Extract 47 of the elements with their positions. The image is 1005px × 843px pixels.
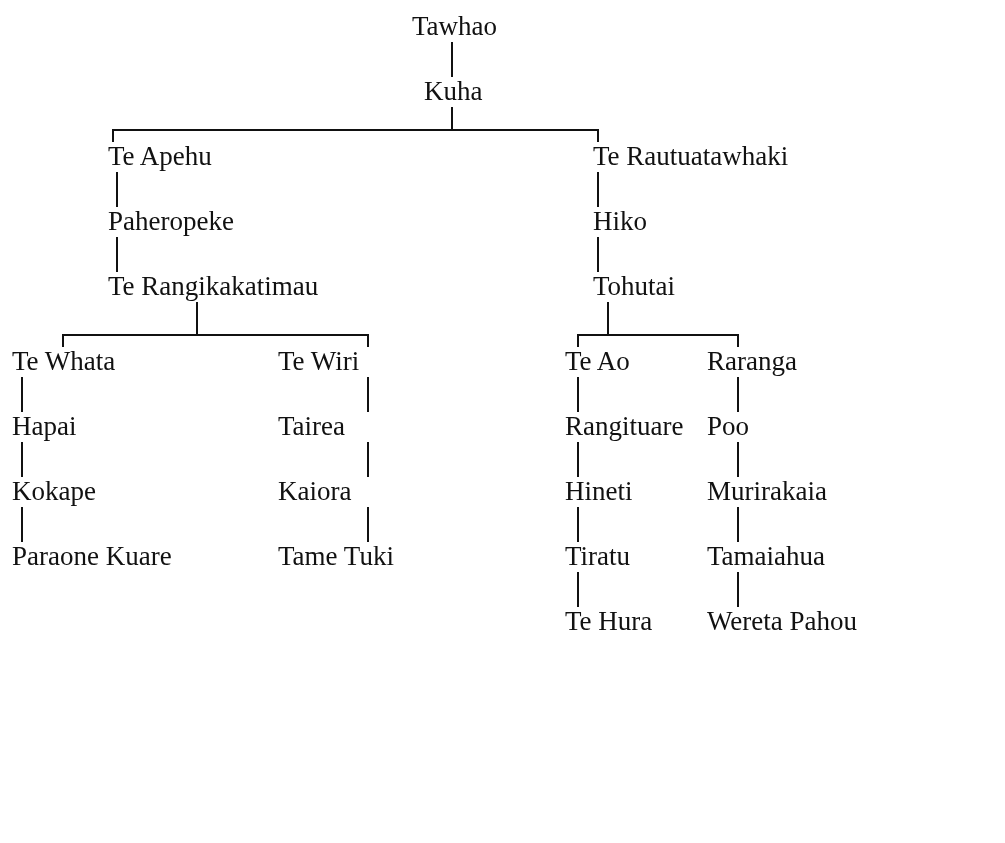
person-name: Kuha xyxy=(424,77,483,107)
person-name: Tairea xyxy=(278,412,346,442)
person-name: Te Rangikakatimau xyxy=(108,272,319,302)
person-name: Te Apehu xyxy=(108,142,212,172)
connector-line xyxy=(367,441,369,478)
person-name: Te Whata xyxy=(12,347,116,377)
connector-line xyxy=(116,171,118,208)
person-name: Hiko xyxy=(593,207,647,237)
person-name: Tawhao xyxy=(412,12,498,42)
connector-line xyxy=(597,171,599,208)
person-name: Te Rautuatawhaki xyxy=(593,142,789,172)
person-name: Paraone Kuare xyxy=(12,542,172,572)
person-name: Hapai xyxy=(12,412,77,442)
person-name: Hineti xyxy=(565,477,633,507)
person-name: Murirakaia xyxy=(707,477,827,507)
connector-line xyxy=(116,236,118,273)
connector-line xyxy=(577,441,579,478)
person-name: Te Ao xyxy=(565,347,630,377)
person-name: Paheropeke xyxy=(108,207,234,237)
person-name: Tiratu xyxy=(565,542,631,572)
connector-line xyxy=(21,376,23,413)
person-name: Tohutai xyxy=(593,272,676,302)
person-name: Te Wiri xyxy=(278,347,360,377)
connector-line xyxy=(451,41,453,78)
connector-line xyxy=(367,506,369,543)
connector-line xyxy=(21,441,23,478)
person-name: Tamaiahua xyxy=(707,542,826,572)
person-name: Raranga xyxy=(707,347,797,377)
connector-line xyxy=(21,506,23,543)
connector-line xyxy=(597,236,599,273)
person-name: Wereta Pahou xyxy=(707,607,858,637)
connector-line xyxy=(367,376,369,413)
connector-line xyxy=(737,376,739,413)
person-name: Rangituare xyxy=(565,412,684,442)
connector-line xyxy=(737,506,739,543)
connector-line xyxy=(737,441,739,478)
connector-line xyxy=(577,376,579,413)
connector-line xyxy=(196,301,369,348)
person-name: Tame Tuki xyxy=(278,542,394,572)
person-name: Poo xyxy=(707,412,750,442)
connector-line xyxy=(577,506,579,543)
person-name: Kokape xyxy=(12,477,96,507)
person-name: Te Hura xyxy=(565,607,653,637)
connector-line xyxy=(607,301,739,348)
connector-line xyxy=(737,571,739,608)
connector-line xyxy=(577,571,579,608)
person-name: Kaiora xyxy=(278,477,352,507)
